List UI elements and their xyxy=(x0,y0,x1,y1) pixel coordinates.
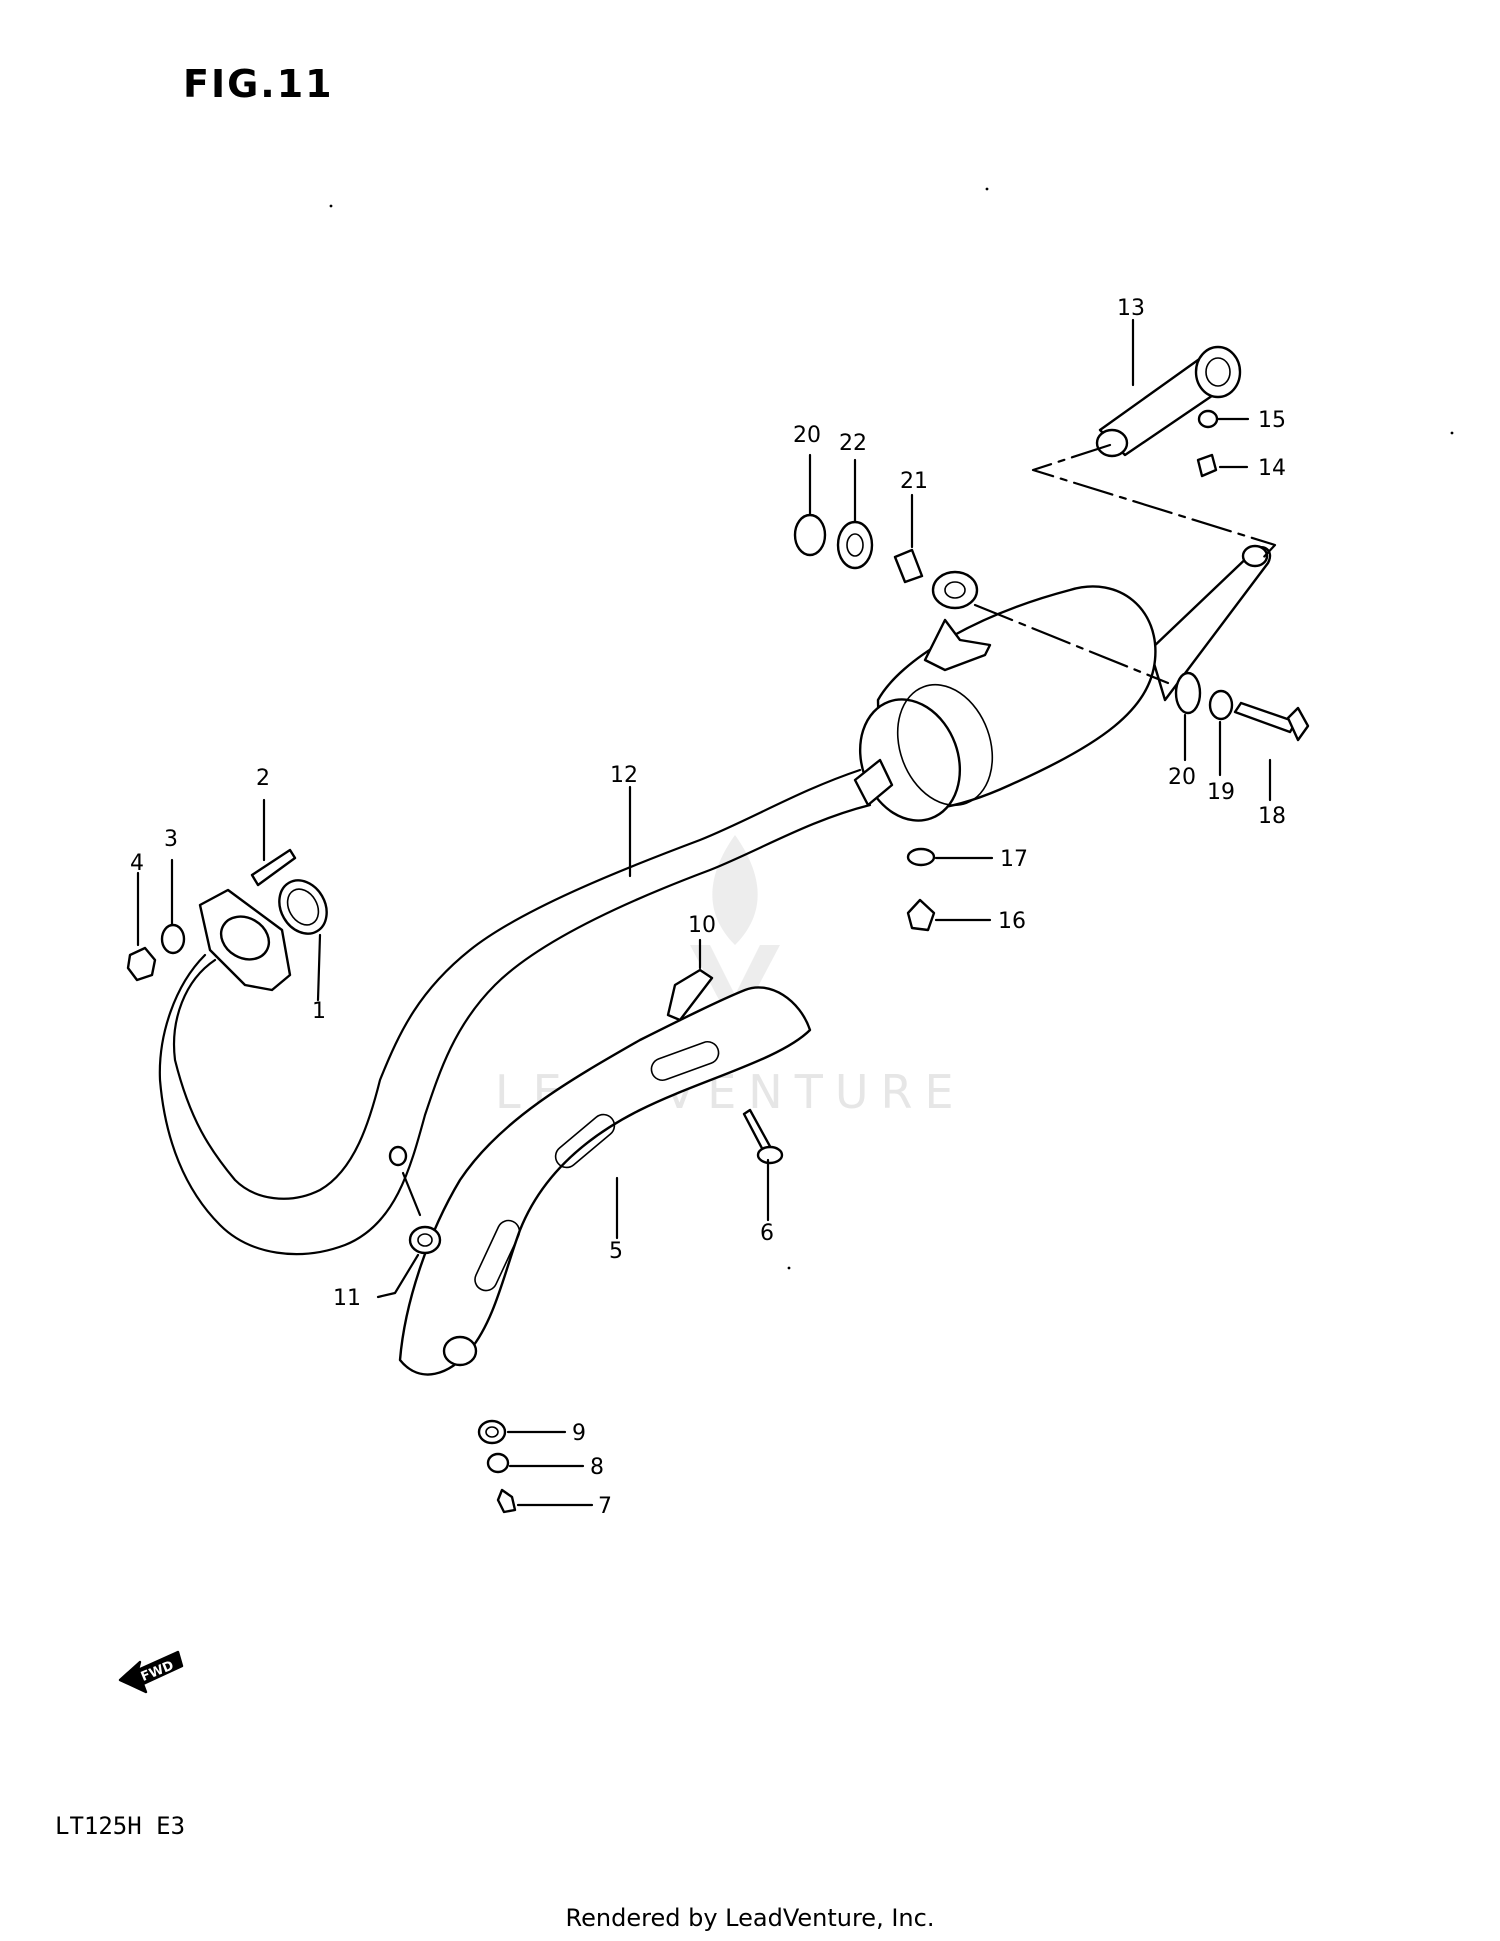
washer-part-15 xyxy=(1197,409,1219,429)
tailpipe-end xyxy=(1241,544,1269,568)
hanger-pipe-collar-inner xyxy=(1205,357,1231,387)
callout-1: 1 xyxy=(312,999,326,1024)
hanger-pipe xyxy=(973,345,1277,685)
washer-part-20-right xyxy=(1174,671,1202,715)
clip-part-10 xyxy=(666,968,714,1022)
callout-11: 11 xyxy=(333,1286,361,1311)
washer-part-11 xyxy=(408,1225,442,1255)
bolt-part-16 xyxy=(906,898,936,932)
gasket-part-1 xyxy=(278,879,328,935)
callout-18: 18 xyxy=(1258,804,1286,829)
callout-4: 4 xyxy=(130,851,144,876)
washer-part-17 xyxy=(906,847,936,867)
callout-2: 2 xyxy=(256,766,270,791)
muffler-mount-ring xyxy=(931,570,979,610)
callout-10: 10 xyxy=(688,913,716,938)
washer-part-20-top xyxy=(793,513,827,557)
callout-19: 19 xyxy=(1207,780,1235,805)
heat-shield xyxy=(398,986,812,1376)
leader-11 xyxy=(376,1253,420,1299)
muffler-front-band xyxy=(896,683,994,807)
heat-shield-body xyxy=(398,986,812,1376)
callout-21: 21 xyxy=(900,469,928,494)
muffler-inlet-neck xyxy=(853,758,894,807)
washer-part-8 xyxy=(486,1452,510,1474)
muffler-mount-hole xyxy=(944,581,966,599)
screw-part-6-head xyxy=(756,1145,784,1165)
callout-9: 9 xyxy=(572,1421,586,1446)
nut-part-9-inner xyxy=(485,1426,499,1438)
gasket-part-1-inner xyxy=(286,888,320,926)
bolt-part-14 xyxy=(1196,453,1218,478)
hardware xyxy=(126,409,1310,1514)
hanger-pipe-collar xyxy=(1194,345,1242,399)
collar-part-21 xyxy=(893,548,924,584)
nut-part-9 xyxy=(477,1419,507,1445)
bolt-part-18 xyxy=(1233,701,1298,734)
callout-8: 8 xyxy=(590,1455,604,1480)
assembly-leader-line xyxy=(1031,443,1277,562)
exhaust-pipe-upper-edge xyxy=(173,768,862,1200)
washer-part-3 xyxy=(160,923,186,955)
leader-1 xyxy=(316,933,322,1002)
heat-shield-slot-1 xyxy=(650,1040,720,1082)
callout-16: 16 xyxy=(998,909,1026,934)
stud-part-2 xyxy=(250,848,297,887)
watermark: LEADVENTURE xyxy=(495,835,954,1119)
exhaust-pipe xyxy=(158,768,872,1256)
callout-15: 15 xyxy=(1258,408,1286,433)
callout-20-right: 20 xyxy=(1168,765,1196,790)
callout-7: 7 xyxy=(598,1494,612,1519)
bolt-part-7 xyxy=(496,1488,517,1514)
heat-shield-slot-3 xyxy=(474,1219,521,1292)
callout-12: 12 xyxy=(610,763,638,788)
callout-6: 6 xyxy=(760,1221,774,1246)
fwd-badge: FWD xyxy=(118,1650,184,1694)
exhaust-pipe-lower-edge xyxy=(158,803,872,1256)
figure-title: FIG.11 xyxy=(183,62,334,106)
callout-20-top: 20 xyxy=(793,423,821,448)
watermark-flame-icon xyxy=(712,835,758,945)
watermark-v-icon xyxy=(690,945,780,1030)
grommet-part-22 xyxy=(836,520,874,570)
nut-part-4 xyxy=(126,946,157,982)
fwd-arrow-icon xyxy=(118,1650,184,1694)
footer-credit: Rendered by LeadVenture, Inc. xyxy=(565,1904,935,1932)
bolt-axis-line xyxy=(973,603,1170,685)
grommet-part-22-inner xyxy=(846,533,864,557)
heat-shield-slot-2 xyxy=(554,1113,616,1169)
muffler-tailpipe xyxy=(1148,546,1272,702)
callout-22: 22 xyxy=(839,431,867,456)
muffler-bracket xyxy=(923,618,992,672)
heat-shield-mount-hole xyxy=(442,1335,478,1367)
callout-5: 5 xyxy=(609,1239,623,1264)
callout-17: 17 xyxy=(1000,847,1028,872)
callout-14: 14 xyxy=(1258,456,1286,481)
washer-part-11-inner xyxy=(417,1233,433,1247)
callout-labels: 1 2 3 4 5 6 7 8 9 10 11 12 13 14 15 16 1… xyxy=(130,296,1286,1519)
nut-part-11-small xyxy=(388,1145,408,1167)
callout-13: 13 xyxy=(1117,296,1145,321)
exhaust-port xyxy=(219,915,271,961)
model-code: LT125H E3 xyxy=(55,1812,186,1840)
leader-lines xyxy=(136,318,1272,1507)
muffler-assembly xyxy=(853,544,1272,822)
scan-specks xyxy=(329,187,1454,1270)
washer-part-19 xyxy=(1208,689,1234,721)
callout-3: 3 xyxy=(164,827,178,852)
hanger-pipe-end xyxy=(1095,428,1129,458)
bolt-part-18-head xyxy=(1286,706,1310,742)
leader-11-upper xyxy=(401,1171,422,1217)
